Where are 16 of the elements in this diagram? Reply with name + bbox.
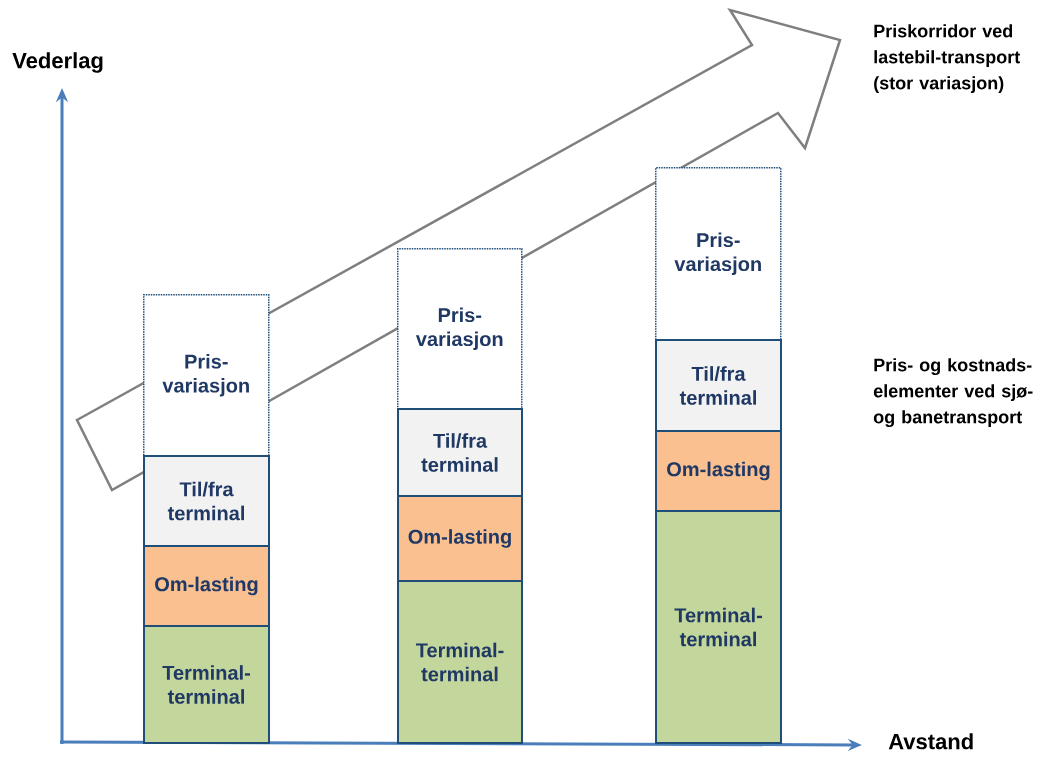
cost-box: Terminal-terminal	[143, 625, 270, 744]
cost-box: Til/fra terminal	[143, 455, 270, 547]
variation-box: Pris-variasjon	[655, 167, 782, 341]
cost-box: Terminal-terminal	[397, 580, 523, 744]
note-text: Pris- og kostnads-elementer ved sjø- og banetransport	[873, 358, 1033, 428]
cost-box: Til/fra terminal	[397, 408, 523, 497]
axis-label: Avstand	[888, 733, 973, 750]
cost-box: Om-lasting	[143, 545, 270, 627]
axis-label: Vederlag	[12, 52, 103, 73]
cost-box: Terminal-terminal	[655, 510, 782, 744]
note-text: Priskorridor ved lastebil-transport (stor variasjon)	[874, 24, 1020, 93]
cost-box: Om-lasting	[397, 495, 523, 582]
variation-box: Pris-variasjon	[143, 294, 270, 457]
cost-box: Om-lasting	[655, 430, 782, 512]
variation-box: Pris-variasjon	[397, 248, 523, 410]
cost-box: Til/fra terminal	[655, 339, 782, 432]
